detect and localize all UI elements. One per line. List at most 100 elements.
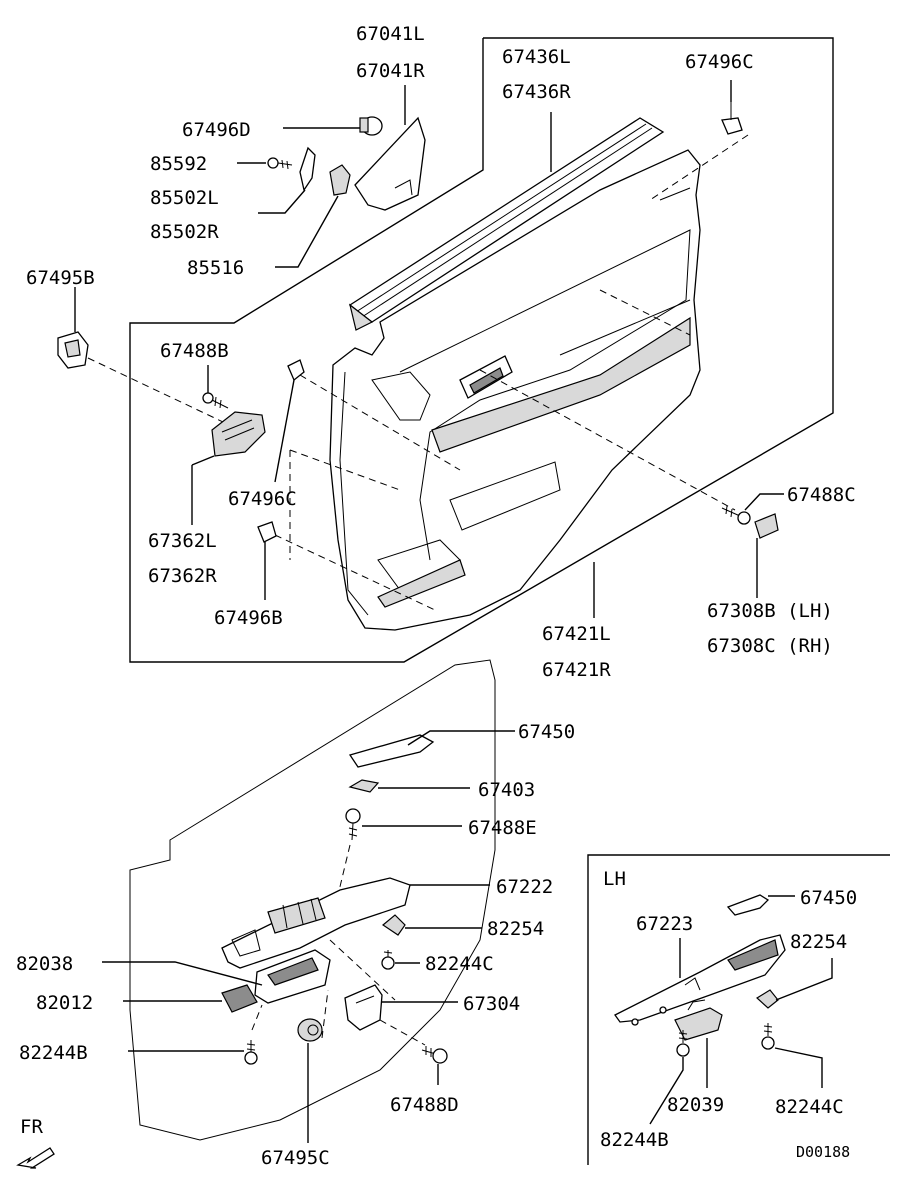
guide-line [337, 844, 351, 896]
label-67362R: 67362R [148, 565, 217, 587]
label-82244B: 82244B [19, 1042, 88, 1064]
guide-line [251, 1004, 263, 1031]
guide-line [479, 369, 736, 511]
clip-67496B-part [257, 521, 277, 543]
cap-67308-part [754, 513, 779, 539]
label-67362L: 67362L [148, 530, 217, 552]
label-67041L: 67041L [356, 23, 425, 45]
upper-frame [129, 37, 834, 663]
inner-handle-67362-part [211, 411, 266, 457]
switch-82012-part [221, 984, 258, 1013]
leader-67362b [191, 455, 215, 466]
clip-85516-part [329, 164, 351, 196]
label-67308B: 67308B (LH) [707, 600, 833, 622]
screw-67488E-part [345, 808, 361, 841]
screw-67488D-part [421, 1046, 448, 1064]
label-67304: 67304 [463, 993, 520, 1015]
guide-line [321, 989, 329, 1039]
screw-82244B-part [244, 1040, 258, 1065]
inset-frame [587, 854, 890, 1165]
label-67041R: 67041R [356, 60, 425, 82]
label-82038: 82038 [16, 953, 73, 975]
clip-67496D-part [359, 116, 383, 136]
leader-82038 [102, 961, 263, 986]
label-67308C: 67308C (RH) [707, 635, 833, 657]
clip-67495B-part [57, 331, 89, 369]
clip-67496C-top-part [721, 102, 743, 135]
door-trim-panel-part [329, 149, 701, 631]
label-67488B: 67488B [160, 340, 229, 362]
inset-leader-82244C [774, 1047, 823, 1088]
label-67488D: 67488D [390, 1094, 459, 1116]
inset-label-67450: 67450 [800, 887, 857, 909]
door-weatherstrip-part [348, 117, 665, 331]
label-85502L: 85502L [150, 187, 219, 209]
trim-67450-part [348, 734, 435, 768]
inset-bracket-82039-part [674, 999, 723, 1041]
label-67488E: 67488E [468, 817, 537, 839]
inset-label-82039: 82039 [667, 1094, 724, 1116]
label-67421L: 67421L [542, 623, 611, 645]
inset-trim-67450-part [726, 894, 770, 916]
inset-clip-82254-part [756, 989, 779, 1009]
bracket-85502-part [299, 146, 316, 192]
label-82244C: 82244C [425, 953, 494, 975]
bracket-67304-part [344, 984, 383, 1031]
inset-label-82254: 82254 [790, 931, 847, 953]
leader-85516 [275, 195, 339, 268]
label-67496C-mid: 67496C [228, 488, 297, 510]
inset-screw-82244C-part [761, 1023, 775, 1050]
label-85592: 85592 [150, 153, 207, 175]
clip-82254-part [381, 914, 406, 936]
label-67403: 67403 [478, 779, 535, 801]
leader-67488C [744, 493, 784, 511]
lower-door-outline [129, 659, 496, 1141]
screw-67488B-part [202, 392, 229, 409]
guide-line [649, 134, 749, 201]
label-67450: 67450 [518, 721, 575, 743]
screw-82244C-part [381, 950, 395, 970]
label-82254: 82254 [487, 918, 544, 940]
corner-garnish-part [354, 116, 426, 211]
screw-67488C-part [721, 505, 751, 525]
label-67436L: 67436L [502, 46, 571, 68]
guide-line [329, 939, 396, 1001]
label-67495C: 67495C [261, 1147, 330, 1169]
inset-label-67223: 67223 [636, 913, 693, 935]
inset-label-82244B: 82244B [600, 1129, 669, 1151]
switch-82038-part [254, 949, 331, 1004]
label-67496B: 67496B [214, 607, 283, 629]
front-arrow-icon [16, 1147, 55, 1169]
guide-line [379, 1019, 426, 1046]
label-67436R: 67436R [502, 81, 571, 103]
clip-67496C-mid-part [287, 359, 305, 382]
label-85516: 85516 [187, 257, 244, 279]
inset-title: LH [603, 868, 626, 890]
clip-67495C-part [297, 1018, 323, 1042]
label-85502R: 85502R [150, 221, 219, 243]
label-67496C-top: 67496C [685, 51, 754, 73]
inset-label-82244C: 82244C [775, 1096, 844, 1118]
label-67495B: 67495B [26, 267, 95, 289]
leader-67496C-mid [274, 379, 295, 483]
inset-switch-panel-67223-part [614, 934, 786, 1026]
inset-screw-82244B-part [676, 1030, 690, 1057]
screw-85592-part [267, 157, 293, 170]
label-67496D: 67496D [182, 119, 251, 141]
label-82012: 82012 [36, 992, 93, 1014]
leader-85502 [258, 189, 306, 214]
guide-line [274, 534, 436, 611]
pad-67403-part [348, 779, 380, 793]
label-67488C: 67488C [787, 484, 856, 506]
switch-panel-67222-part [221, 877, 411, 969]
inset-leader-82244B [649, 1057, 684, 1125]
guide-line [599, 289, 691, 336]
drawing-code: D00188 [796, 1143, 850, 1161]
guide-line [289, 449, 401, 491]
label-67222: 67222 [496, 876, 553, 898]
guide-line [87, 357, 241, 431]
label-fr: FR [20, 1116, 43, 1138]
label-67421R: 67421R [542, 659, 611, 681]
leader-67450 [407, 730, 515, 746]
